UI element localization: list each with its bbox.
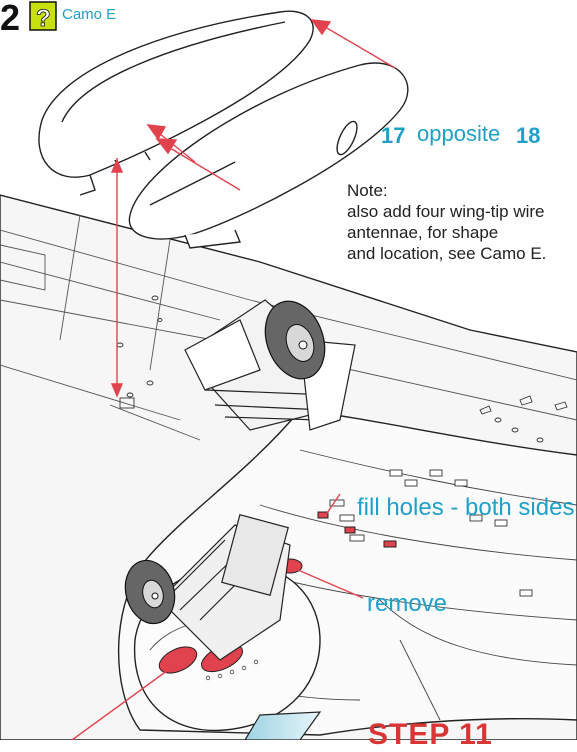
camo-label: Camo E (62, 6, 117, 23)
note-line: and location, see Camo E. (347, 244, 547, 263)
part-number-17: 17 (381, 123, 406, 148)
note-line: also add four wing-tip wire (347, 202, 545, 221)
part-number-18: 18 (516, 123, 541, 148)
opposite-label: opposite (417, 121, 501, 146)
drop-tank-part-17 (38, 10, 314, 196)
drop-tank-part-18 (114, 62, 409, 249)
wing-rivets (116, 295, 568, 443)
camo-badge: 2 ? (0, 0, 57, 34)
question-icon: ? (36, 5, 51, 32)
upper-wheel (264, 300, 326, 380)
note-line: antennae, for shape (347, 223, 499, 242)
underside-window (244, 711, 322, 740)
nacelle-vents (329, 469, 533, 597)
lower-wheel (124, 559, 176, 625)
nose-gear-bay (159, 513, 291, 661)
step-title: STEP 11 (368, 718, 493, 751)
fill-holes-label: fill holes - both sides (357, 494, 575, 521)
note-title: Note: (347, 181, 388, 200)
nacelle-panel-lines (139, 449, 577, 721)
remove-label: remove (367, 590, 448, 617)
note-block: Note: also add four wing-tip wire antenn… (347, 180, 577, 264)
assembly-arrows (71, 19, 396, 740)
badge-box (29, 1, 57, 31)
badge-number: 2 (0, 0, 20, 34)
